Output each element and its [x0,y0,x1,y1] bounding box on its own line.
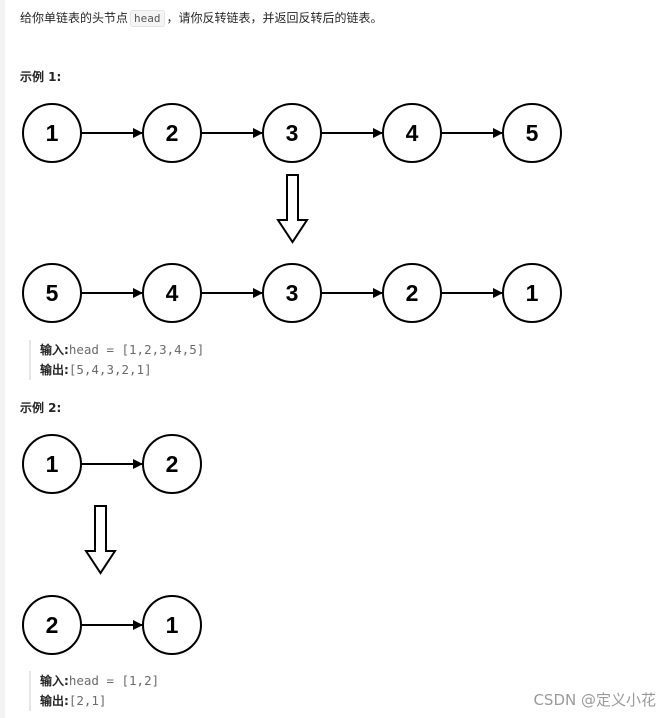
example-1-diagram: 1 2 3 4 5 5 4 3 2 1 [22,103,562,323]
left-gutter [0,0,5,718]
list-node-circle [142,595,202,655]
output-label: 输出: [40,694,69,708]
example-2-heading: 示例 2: [20,401,62,415]
list-node-circle [502,263,562,323]
list-node-value: 4 [166,280,179,306]
list-node-value: 2 [406,280,419,306]
example-1-original-list: 1 2 3 4 5 [22,103,562,163]
example-1-output-line: 输出:[5,4,3,2,1] [40,360,204,380]
list-node-value: 1 [166,612,179,638]
reverse-down-arrow [276,174,309,244]
list-node-value: 4 [406,120,419,146]
intro-text-before: 给你单链表的头节点 [20,11,129,25]
list-node-circle [142,103,202,163]
example-1-io-block: 输入:head = [1,2,3,4,5] 输出:[5,4,3,2,1] [29,340,204,380]
reverse-down-arrow [84,505,117,575]
list-node-value: 2 [166,120,179,146]
list-node-circle [22,434,82,494]
intro-text-after: ，请你反转链表，并返回反转后的链表。 [166,11,383,25]
example-2-io-block: 输入:head = [1,2] 输出:[2,1] [29,671,159,711]
list-node-value: 2 [166,451,179,477]
list-node-value: 5 [526,120,539,146]
list-node-circle [382,263,442,323]
input-value: head = [1,2,3,4,5] [68,342,205,357]
example-1-input-line: 输入:head = [1,2,3,4,5] [40,340,204,360]
output-value: [2,1] [68,693,107,708]
list-node-circle [262,103,322,163]
input-label: 输入: [40,674,69,688]
head-code: head [130,10,165,27]
input-value: head = [1,2] [68,673,160,688]
output-value: [5,4,3,2,1] [68,362,152,377]
list-node-value: 2 [46,612,59,638]
example-1-heading: 示例 1: [20,70,62,84]
list-node-circle [142,263,202,323]
watermark: CSDN @定义小花 [533,691,656,709]
list-node-value: 1 [46,120,59,146]
list-node-value: 5 [46,280,59,306]
example-2-input-line: 输入:head = [1,2] [40,671,159,691]
input-label: 输入: [40,343,69,357]
list-node-circle [502,103,562,163]
output-label: 输出: [40,363,69,377]
list-node-circle [22,103,82,163]
list-node-circle [22,595,82,655]
list-node-value: 1 [526,280,539,306]
list-node-circle [22,263,82,323]
list-node-circle [262,263,322,323]
list-node-value: 3 [286,280,299,306]
example-2-output-line: 输出:[2,1] [40,691,159,711]
list-node-circle [382,103,442,163]
list-node-circle [142,434,202,494]
list-node-value: 1 [46,451,59,477]
list-node-value: 3 [286,120,299,146]
example-1-reversed-list: 5 4 3 2 1 [22,263,562,323]
